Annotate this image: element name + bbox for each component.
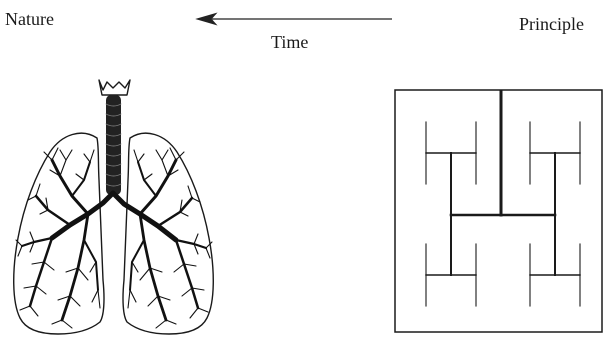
larynx — [99, 80, 130, 95]
time-arrow — [197, 14, 392, 25]
h-tree-illustration — [395, 90, 602, 332]
lungs-illustration — [14, 80, 214, 334]
